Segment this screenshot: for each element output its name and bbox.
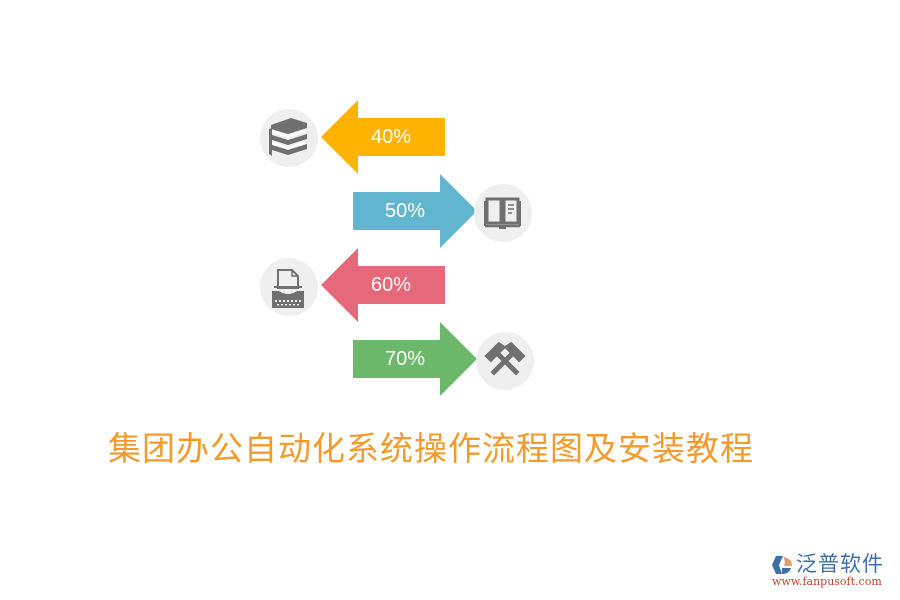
hammers-icon (484, 341, 526, 376)
step-1: 40% (260, 100, 445, 174)
step-2: 50% (353, 174, 532, 248)
logo-mark-icon (772, 556, 792, 574)
step-1-label: 40% (371, 126, 411, 148)
step-2-label: 50% (385, 200, 425, 222)
typewriter-icon (272, 269, 304, 308)
step-3-label: 60% (371, 274, 411, 296)
step-4: 70% (353, 322, 534, 396)
page-title: 集团办公自动化系统操作流程图及安装教程 (108, 429, 754, 468)
arrow-right-step-4 (353, 322, 477, 396)
open-book-icon (484, 197, 521, 229)
books-stack-icon (269, 118, 307, 156)
step-3: 60% (260, 248, 445, 322)
arrow-right-step-2 (353, 174, 477, 248)
step-4-label: 70% (385, 348, 425, 370)
logo-url: www.fanpusoft.com (772, 575, 882, 588)
icon-circle-step-1 (260, 109, 318, 167)
arrow-left-step-3 (321, 248, 445, 322)
arrow-left-step-1 (321, 100, 445, 174)
logo-name: 泛普软件 (796, 552, 884, 576)
fanpusoft-logo: 泛普软件 www.fanpusoft.com (766, 550, 896, 594)
